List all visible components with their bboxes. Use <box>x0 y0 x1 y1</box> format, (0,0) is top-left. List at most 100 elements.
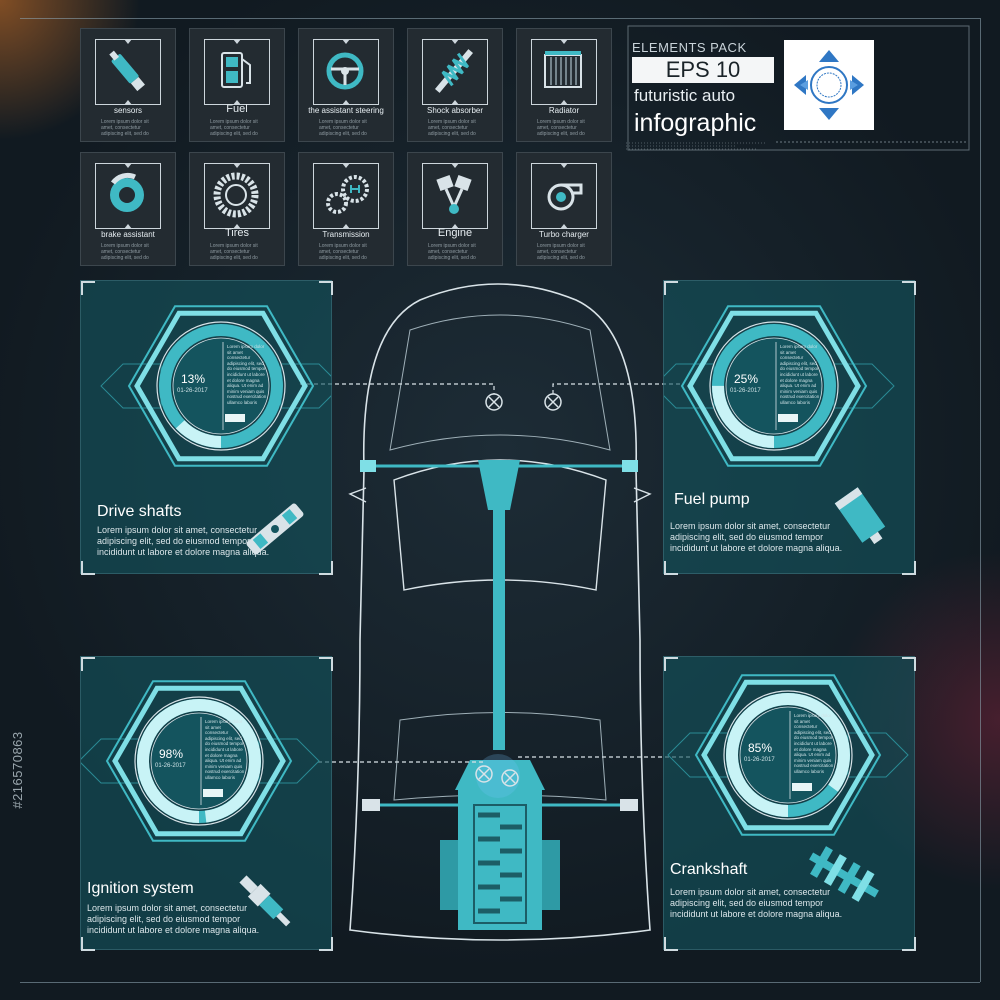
tire-icon <box>213 172 259 218</box>
differential <box>478 460 520 510</box>
tile-description: Lorem ipsum dolor sit amet, consectetur … <box>210 243 258 261</box>
gauge-ring <box>709 321 839 451</box>
panel-corner <box>81 561 95 575</box>
drive-shaft-icon <box>246 503 304 555</box>
gauge-wing-left <box>81 738 140 784</box>
gauge-center <box>172 337 270 435</box>
tile-description: Lorem ipsum dolor sit amet, consectetur … <box>101 119 149 137</box>
tile-label: Tires <box>224 227 250 239</box>
gauge-wing-right <box>833 363 895 409</box>
tile-label: the assistant steering <box>308 106 384 115</box>
tile-fuel[interactable]: Fuel Lorem ipsum dolor sit amet, consect… <box>189 28 285 142</box>
header-subtitle: futuristic auto <box>634 86 736 105</box>
gauge-percent: 85% <box>748 741 773 755</box>
engine-cylinders <box>473 804 527 924</box>
gauge-center <box>739 706 837 804</box>
gauge-ring <box>156 321 286 451</box>
panel-fuel-pump[interactable]: 25% 01-26-2017 Lorem ipsum dolor sit amet … <box>663 280 916 575</box>
gauge-hex-inner <box>112 685 286 837</box>
tile-tires[interactable]: Tires Lorem ipsum dolor sit amet, consec… <box>189 152 285 266</box>
gauge-hex-outer <box>694 674 882 836</box>
shock-absorber-icon <box>434 49 474 93</box>
turbo-icon <box>547 183 583 211</box>
header-title: infographic <box>634 109 757 137</box>
marker-drive-shaft <box>485 393 503 411</box>
panel-corner <box>81 937 95 951</box>
gauge-date: 01-26-2017 <box>730 388 761 394</box>
panel-corner <box>81 281 95 295</box>
connector-fuel-pump <box>552 383 680 394</box>
stock-id-watermark: #216570863 <box>10 731 25 809</box>
tile-label: Engine <box>437 227 473 239</box>
tile-turbo-charger[interactable]: Turbo charger Lorem ipsum dolor sit amet… <box>516 152 612 266</box>
tile-description: Lorem ipsum dolor sit amet, consectetur … <box>210 119 258 137</box>
header-logo <box>784 40 874 130</box>
brake-disc-icon <box>110 172 144 212</box>
gauge-center <box>150 712 248 810</box>
marker-fuel-pump <box>544 393 562 411</box>
tile-description: Lorem ipsum dolor sit amet, consectetur … <box>101 243 149 261</box>
header-pack-label: ELEMENTS PACK <box>632 40 747 55</box>
tile-label: sensors <box>113 106 142 115</box>
gauge-wing-left <box>667 732 729 778</box>
gauge-center <box>725 337 823 435</box>
gauge-hex-outer <box>105 680 293 842</box>
gauge-percent: 25% <box>734 372 759 386</box>
tile-description: Lorem ipsum dolor sit amet, consectetur … <box>428 243 476 261</box>
gauge-progress-bar <box>203 789 223 797</box>
tile-transmission[interactable]: Transmission Lorem ipsum dolor sit amet,… <box>298 152 394 266</box>
panel-title: Drive shafts <box>97 503 182 520</box>
sensor-icon <box>109 50 145 92</box>
gauge-wing-right <box>847 732 909 778</box>
spark-plug-icon <box>239 875 291 927</box>
panel-corner <box>319 937 333 951</box>
tile-shock-absorber[interactable]: Shock absorber Lorem ipsum dolor sit ame… <box>407 28 503 142</box>
panel-corner <box>902 937 916 951</box>
connector-drive-shafts <box>300 383 495 394</box>
drive-shaft <box>493 510 505 750</box>
tile-description: Lorem ipsum dolor sit amet, consectetur … <box>319 119 367 137</box>
engine-glow <box>476 754 520 798</box>
panel-description: Lorem ipsum dolor sit amet, consectetur … <box>670 521 843 553</box>
tile-description: Lorem ipsum dolor sit amet, consectetur … <box>537 243 585 261</box>
panel-corner <box>81 657 95 671</box>
gauge-hex-inner <box>134 310 308 462</box>
crankshaft-icon <box>809 846 879 902</box>
gauge-hexagon <box>81 680 320 842</box>
gauge-percent: 98% <box>159 747 184 761</box>
gauge-hexagon <box>664 305 895 467</box>
panel-description: Lorem ipsum dolor sit amet, consectetur … <box>87 903 260 935</box>
panel-corner <box>319 281 333 295</box>
engine-side-left <box>440 840 458 910</box>
windshield <box>393 459 607 591</box>
gauge-ring <box>134 696 264 826</box>
tile-engine[interactable]: Engine Lorem ipsum dolor sit amet, conse… <box>407 152 503 266</box>
tile-label: Turbo charger <box>539 230 589 239</box>
gauge-date: 01-26-2017 <box>744 757 775 763</box>
gauge-hex-outer <box>127 305 315 467</box>
fuel-pump-icon <box>221 52 251 88</box>
gauge-hexagon <box>100 305 331 467</box>
gauge-hex-outer <box>680 305 868 467</box>
panel-description: Lorem ipsum dolor sit amet, consectetur … <box>670 887 843 919</box>
header-noise-bar <box>626 142 766 150</box>
panel-title: Crankshaft <box>670 861 748 878</box>
panel-corner <box>664 281 678 295</box>
tile-label: Fuel <box>226 103 248 115</box>
engine-head <box>455 760 545 790</box>
right-frame-line <box>980 18 982 982</box>
bottom-frame-line <box>20 982 980 984</box>
tile-radiator[interactable]: Radiator Lorem ipsum dolor sit amet, con… <box>516 28 612 142</box>
tile-brake-assistant[interactable]: brake assistant Lorem ipsum dolor sit am… <box>80 152 176 266</box>
tile-steering[interactable]: the assistant steering Lorem ipsum dolor… <box>298 28 394 142</box>
engine-side-right <box>542 840 560 910</box>
gauge-progress-arc <box>159 324 283 448</box>
panel-corner <box>319 561 333 575</box>
tile-sensors[interactable]: sensors Lorem ipsum dolor sit amet, cons… <box>80 28 176 142</box>
gauge-mini-text: Lorem ipsum dolor sit amet consectetur a… <box>780 344 820 405</box>
